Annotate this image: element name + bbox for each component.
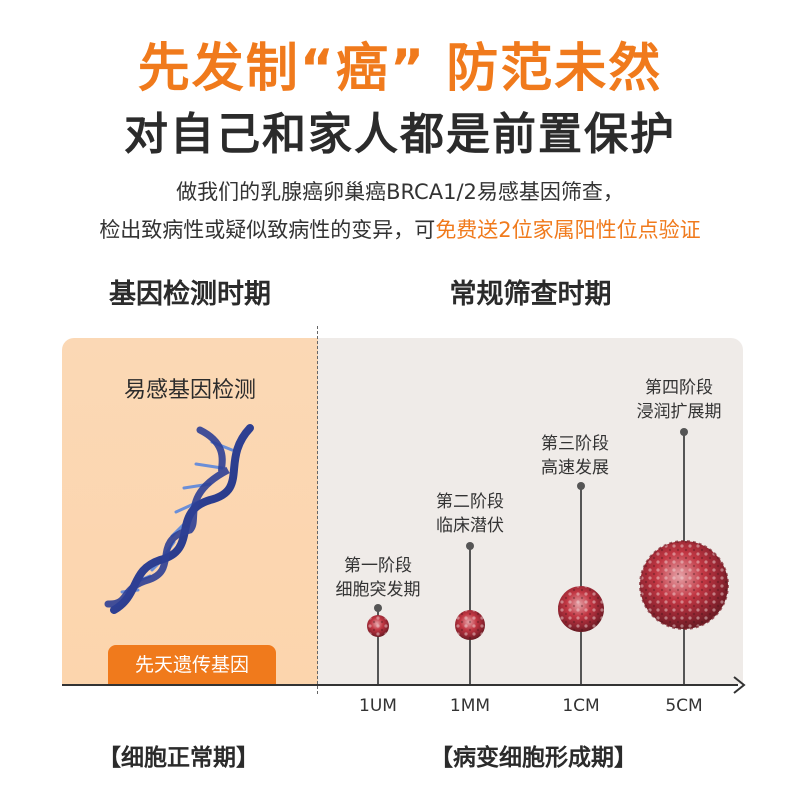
stage-1-stem xyxy=(377,608,379,684)
stage-2-label: 第二阶段 临床潜伏 xyxy=(400,490,540,538)
phase-label-routine-screening: 常规筛查时期 xyxy=(449,279,612,310)
size-label-1cm: 1CM xyxy=(562,696,600,716)
panel-title-susceptibility: 易感基因检测 xyxy=(123,378,256,403)
dna-rungs xyxy=(120,440,234,594)
main-title: 先发制“癌” 防范未然 xyxy=(137,39,663,99)
timeline-axis xyxy=(62,684,738,686)
stage-3-dot xyxy=(577,482,585,490)
stage-4-subtitle: 浸润扩展期 xyxy=(636,402,722,422)
phase-divider xyxy=(317,326,318,694)
stage-2-stem xyxy=(469,546,471,684)
congenital-gene-badge: 先天遗传基因 xyxy=(108,645,276,685)
axis-arrow-icon xyxy=(733,676,746,694)
lesion-cell-period-label: 【病变细胞形成期】 xyxy=(430,745,637,771)
stage-3-label: 第三阶段 高速发展 xyxy=(505,432,645,480)
stage-2-title: 第二阶段 xyxy=(436,492,504,512)
description-highlight: 免费送2位家属阳性位点验证 xyxy=(435,218,701,242)
size-label-5cm: 5CM xyxy=(665,696,703,716)
stage-3-subtitle: 高速发展 xyxy=(541,458,609,478)
dna-helix-icon xyxy=(104,424,254,614)
description-line-1: 做我们的乳腺癌卵巢癌BRCA1/2易感基因筛查， xyxy=(176,180,624,204)
normal-cell-period-label: 【细胞正常期】 xyxy=(98,745,259,771)
description-line-2: 检出致病性或疑似致病性的变异，可免费送2位家属阳性位点验证 xyxy=(0,214,800,244)
stage-4-label: 第四阶段 浸润扩展期 xyxy=(609,376,749,424)
stage-1-title: 第一阶段 xyxy=(344,556,412,576)
dna-strand-a xyxy=(110,424,254,614)
stage-2-subtitle: 临床潜伏 xyxy=(436,516,504,536)
stage-1-subtitle: 细胞突发期 xyxy=(335,580,421,600)
stage-3-title: 第三阶段 xyxy=(541,434,609,454)
stage-1-label: 第一阶段 细胞突发期 xyxy=(308,554,448,602)
stage-2-dot xyxy=(466,542,474,550)
dna-strand-b xyxy=(104,426,230,608)
stage-1-dot xyxy=(374,604,382,612)
stage-4-title: 第四阶段 xyxy=(645,378,713,398)
subtitle: 对自己和家人都是前置保护 xyxy=(124,109,676,160)
stage-4-stem xyxy=(683,432,685,684)
stage-3-stem xyxy=(580,486,582,684)
phase-label-gene-testing: 基因检测时期 xyxy=(109,279,271,310)
size-label-1um: 1UM xyxy=(359,696,397,716)
stage-4-dot xyxy=(680,428,688,436)
size-label-1mm: 1MM xyxy=(449,696,491,716)
description-plain-text: 检出致病性或疑似致病性的变异，可 xyxy=(99,218,436,242)
